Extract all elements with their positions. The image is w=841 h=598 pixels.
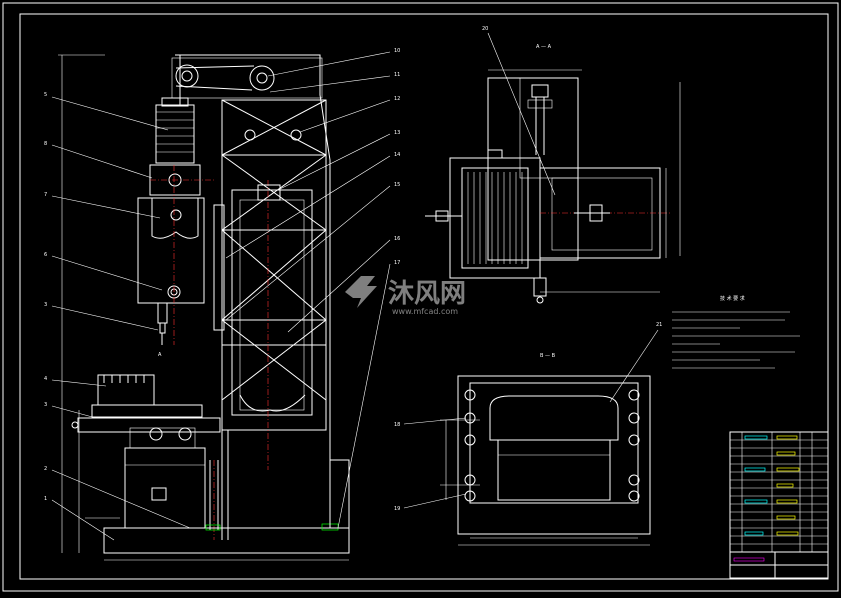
watermark-text: 沐风网 <box>388 279 466 309</box>
watermark-logo-icon <box>345 276 377 308</box>
leader-3b: 3 <box>44 402 47 408</box>
leader-13: 13 <box>394 130 400 136</box>
leader-numbers-left: 5 8 7 6 3 4 3 2 1 A <box>44 92 162 502</box>
leader-8: 8 <box>44 141 47 147</box>
label-21: 21 <box>656 322 662 328</box>
watermark-url: www.mfcad.com <box>392 307 458 316</box>
leaders-right <box>225 51 391 529</box>
section-b-title: B — B <box>540 353 556 359</box>
section-a-title: A — A <box>536 44 552 50</box>
mark-a: A <box>158 352 162 358</box>
label-20: 20 <box>482 26 488 32</box>
leader-1: 1 <box>44 496 47 502</box>
tech-notes: 技 术 要 求 <box>672 295 800 369</box>
leader-14: 14 <box>394 152 400 158</box>
watermark: 沐风网 www.mfcad.com <box>345 276 466 316</box>
leader-7: 7 <box>44 192 47 198</box>
label-18: 18 <box>394 422 400 428</box>
leaders-left <box>51 96 191 541</box>
leader-3a: 3 <box>44 302 47 308</box>
leader-5: 5 <box>44 92 47 98</box>
leader-6: 6 <box>44 252 47 258</box>
section-b-b: B — B 21 18 19 <box>394 322 662 546</box>
leader-11: 11 <box>394 72 400 78</box>
leader-2: 2 <box>44 466 47 472</box>
front-view <box>58 54 350 561</box>
label-19: 19 <box>394 506 400 512</box>
leader-17: 17 <box>394 260 400 266</box>
leader-16: 16 <box>394 236 400 242</box>
leader-15: 15 <box>394 182 400 188</box>
tech-title: 技 术 要 求 <box>720 295 745 302</box>
leader-12: 12 <box>394 96 400 102</box>
title-block <box>729 431 829 579</box>
leader-numbers-right: 10 11 12 13 14 15 16 17 <box>394 48 400 266</box>
section-a-a: A — A 20 <box>425 26 681 304</box>
leader-4: 4 <box>44 376 47 382</box>
leader-10: 10 <box>394 48 400 54</box>
inner-border <box>19 13 829 580</box>
